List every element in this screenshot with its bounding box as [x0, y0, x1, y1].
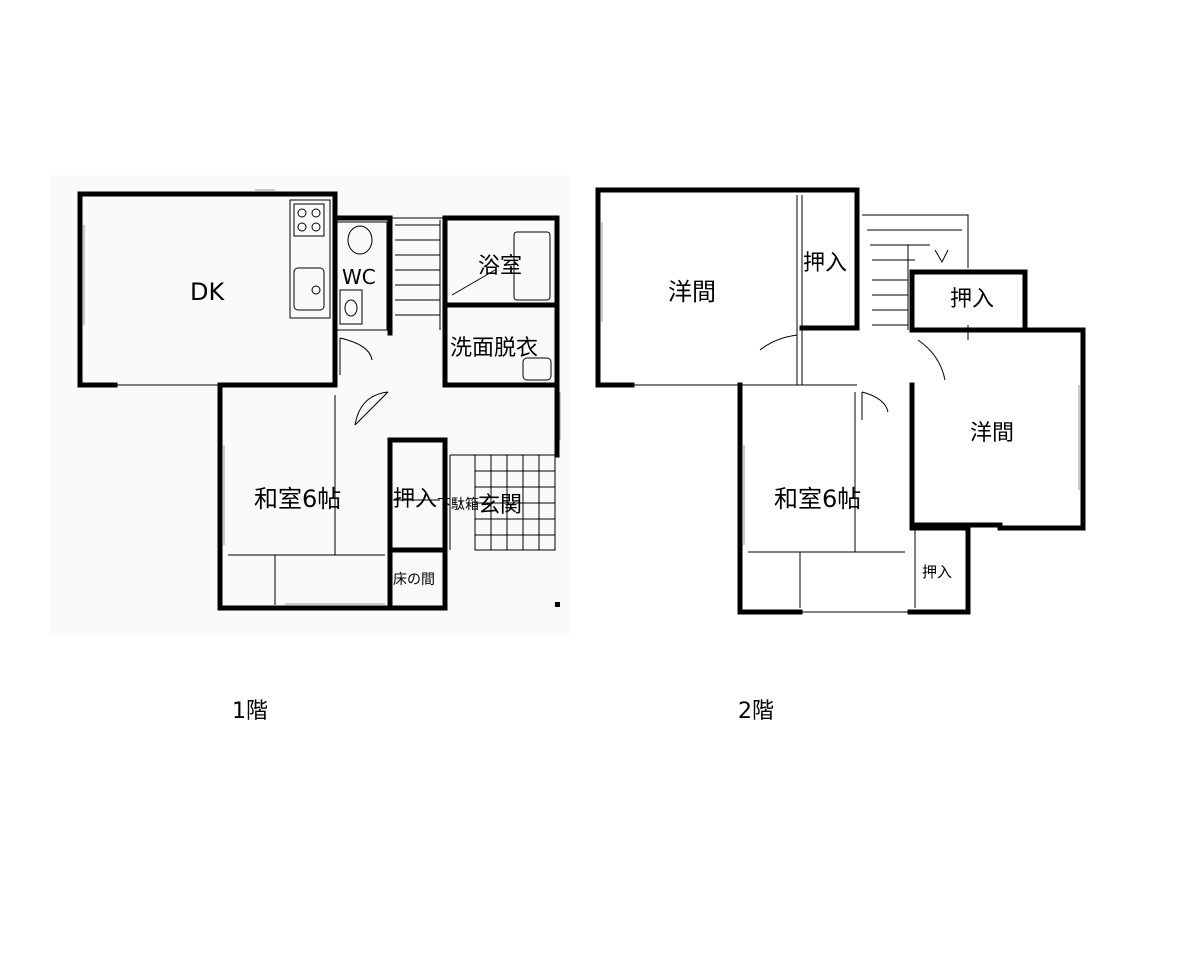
toilet-icon: [347, 225, 373, 255]
genkan-tiles: [474, 454, 556, 551]
room-label-wc: WC: [342, 265, 376, 289]
floor1-plan: [77, 189, 561, 611]
wash-basin-icon: [522, 357, 552, 381]
room-label-youma-left: 洋間: [668, 278, 716, 306]
bath-wall: [442, 215, 560, 388]
stove-icon: [293, 203, 325, 237]
room-label-dk: DK: [190, 278, 225, 306]
stairs-floor2: [862, 214, 969, 330]
plan-background: [50, 175, 570, 635]
bathtub-icon: [513, 231, 551, 301]
washitsu-floor1-wall: [217, 382, 393, 611]
dk-wall: [77, 191, 338, 388]
room-label-genkan: 玄関: [478, 493, 522, 518]
room-label-bath: 浴室: [478, 254, 522, 279]
youma-right-wall: [909, 382, 1003, 528]
room-label-washitsu-floor2: 和室6帖: [774, 485, 861, 513]
room-label-oshiire-right: 押入: [950, 287, 994, 312]
floor2-label: 2階: [738, 699, 774, 724]
room-label-washroom: 洗面脱衣: [450, 336, 538, 361]
youma-left-wall: [595, 187, 860, 388]
floor2-plan: [595, 187, 1086, 615]
room-label-oshiire-top: 押入: [803, 251, 847, 276]
stairs-floor1: [395, 220, 441, 330]
room-label-tokonoma: 床の間: [393, 572, 435, 588]
room-label-washitsu-floor1: 和室6帖: [254, 485, 341, 513]
wc-room: [336, 221, 388, 331]
floor1-label: 1階: [232, 699, 268, 724]
washitsu-floor2-wall: [737, 382, 803, 615]
sink-icon: [293, 267, 325, 311]
kitchen-counter: [289, 199, 331, 319]
wc-sink-icon: [339, 289, 363, 325]
room-label-oshiire-small: 押入: [922, 563, 952, 581]
room-label-oshiire-floor1: 押入: [393, 487, 437, 512]
room-label-getabako: 下駄箱: [437, 497, 479, 513]
room-label-youma-right: 洋間: [970, 421, 1014, 446]
